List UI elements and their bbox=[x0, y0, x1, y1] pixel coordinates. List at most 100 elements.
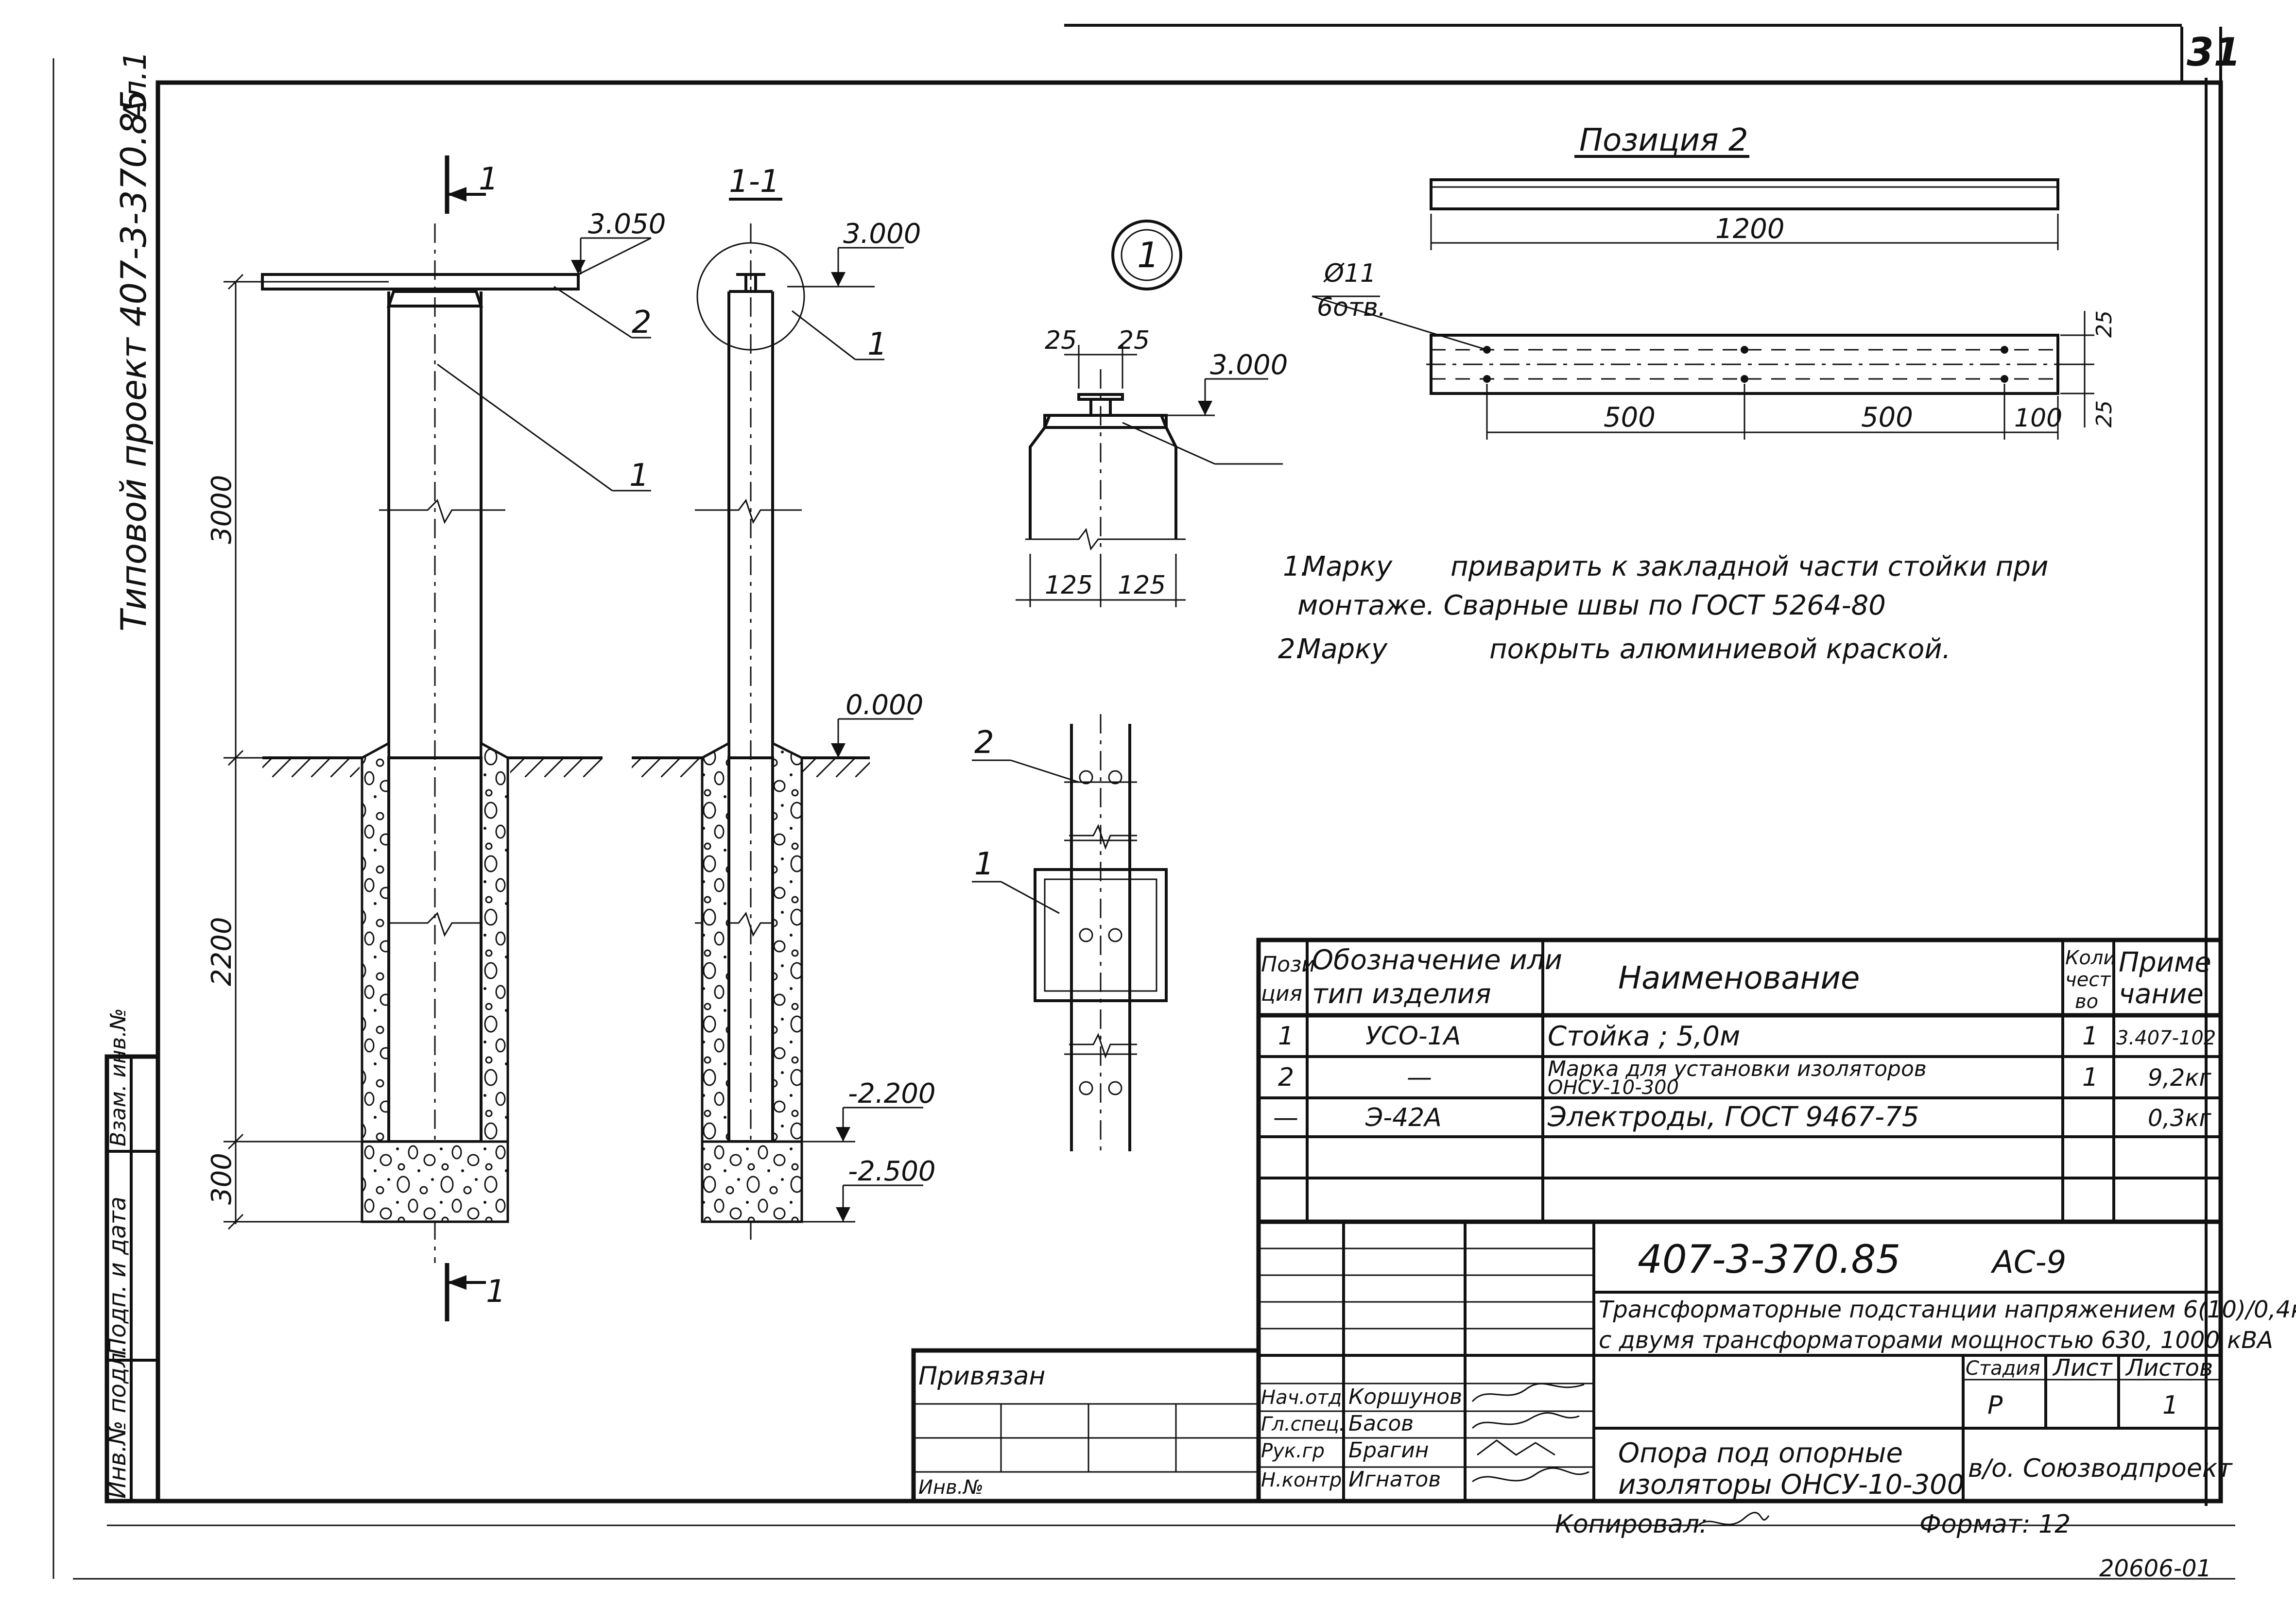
spec-row-1-qty: 1 bbox=[2082, 1022, 2098, 1051]
spec-header-qty-3: во bbox=[2075, 991, 2098, 1013]
position2-dim-500-a: 500 bbox=[1604, 402, 1656, 433]
section-level-ground: 0.000 bbox=[846, 689, 923, 721]
note-1-number: 1. bbox=[1283, 551, 1309, 582]
title-project-line-1: Трансформаторные подстанции напряжением … bbox=[1599, 1296, 2296, 1323]
strip-cell-sign: Подп. и дата bbox=[104, 1196, 131, 1355]
format-label: Формат: 12 bbox=[1919, 1510, 2071, 1539]
node-detail: 1 25 25 3.000 125 125 bbox=[1016, 220, 1288, 607]
spec-header-designation-2: тип изделия bbox=[1312, 978, 1491, 1010]
node-dim-125-right: 125 bbox=[1118, 571, 1166, 600]
section-mark-bottom: 1 bbox=[486, 1274, 506, 1310]
spec-header-note-2: чание bbox=[2119, 978, 2204, 1010]
title-stage-value: Р bbox=[1987, 1391, 2003, 1420]
position2-dim-25-top: 25 bbox=[2092, 310, 2117, 338]
position2-title: Позиция 2 bbox=[1579, 122, 1748, 158]
attached-label: Привязан bbox=[918, 1362, 1045, 1391]
side-project-title: Типовой проект 407-3-370.85 bbox=[113, 90, 154, 632]
spec-row-3-pos: — bbox=[1273, 1103, 1298, 1132]
title-sheet-code: АС-9 bbox=[1990, 1245, 2066, 1281]
elevation-dim-300: 300 bbox=[206, 1153, 238, 1205]
title-sheets-label: Листов bbox=[2125, 1354, 2213, 1382]
position2-detail: Позиция 2 1200 Ø11 6отв. 500 500 100 bbox=[1312, 122, 2117, 440]
signature-scribble-3 bbox=[1477, 1439, 1555, 1456]
title-block: 407-3-370.85 АС-9 Трансформаторные подст… bbox=[1256, 1219, 2296, 1503]
note-2-number: 2. bbox=[1278, 633, 1304, 665]
spec-row-2-name: Марка для установки изоляторов bbox=[1548, 1057, 1927, 1081]
archive-number: 20606-01 bbox=[2099, 1555, 2211, 1582]
signature-scribble-1 bbox=[1471, 1383, 1585, 1402]
elevation-level-top: 3.050 bbox=[588, 208, 666, 240]
sig-name-2: Басов bbox=[1348, 1411, 1414, 1436]
section-level-top: 3.000 bbox=[843, 218, 921, 250]
node-number: 1 bbox=[1137, 235, 1159, 275]
position2-dim-100: 100 bbox=[2014, 404, 2062, 433]
note-1-text-cont: монтаже. Сварные швы по ГОСТ 5264-80 bbox=[1297, 590, 1886, 621]
spec-row-1-designation: УСО-1А bbox=[1365, 1022, 1461, 1051]
section-view: 1-1 3.000 0.000 -2.200 bbox=[632, 164, 936, 1244]
node-level: 3.000 bbox=[1210, 349, 1288, 381]
position2-dim-25-bottom: 25 bbox=[2092, 400, 2117, 427]
note-2-label: Марку bbox=[1297, 633, 1388, 665]
note-2-text: покрыть алюминиевой краской. bbox=[1489, 633, 1951, 665]
note-1-text: приварить к закладной части стойки при bbox=[1450, 551, 2048, 582]
spec-row-1-pos: 1 bbox=[1278, 1022, 1294, 1051]
node-dim-25-left: 25 bbox=[1045, 326, 1077, 355]
elevation-view: 1 1 3000 2200 300 bbox=[206, 155, 666, 1321]
spec-header-qty-1: Коли bbox=[2065, 947, 2116, 969]
left-strip bbox=[104, 1054, 160, 1503]
title-sheet-label: Лист bbox=[2052, 1354, 2113, 1382]
title-project-line-2: с двумя трансформаторами мощностью 630, … bbox=[1599, 1327, 2273, 1354]
spec-row-2-pos: 2 bbox=[1278, 1063, 1294, 1092]
title-stage-label: Стадия bbox=[1966, 1357, 2040, 1380]
spec-row-2-designation: — bbox=[1407, 1063, 1432, 1092]
strip-cell-replace: Взам. инв.№ bbox=[106, 1008, 131, 1146]
spec-row-3-designation: Э-42А bbox=[1365, 1103, 1442, 1132]
title-code: 407-3-370.85 bbox=[1638, 1237, 1900, 1282]
title-sheets-value: 1 bbox=[2162, 1391, 2178, 1420]
sig-name-4: Игнатов bbox=[1348, 1467, 1441, 1492]
spec-row-2-qty: 1 bbox=[2082, 1063, 2098, 1092]
section-level-minus-2500: -2.500 bbox=[848, 1156, 936, 1187]
sig-name-1: Коршунов bbox=[1348, 1384, 1462, 1409]
sig-role-2: Гл.спец. bbox=[1261, 1413, 1345, 1435]
strip-cell-inv: Инв.№ подл. bbox=[104, 1345, 131, 1499]
signature-scribble-2 bbox=[1471, 1412, 1580, 1429]
copied-by-signature bbox=[1695, 1512, 1770, 1528]
sig-name-3: Брагин bbox=[1348, 1438, 1429, 1463]
spec-row-1-note: 3.407-102 bbox=[2116, 1027, 2216, 1049]
node-dim-25-right: 25 bbox=[1118, 326, 1150, 355]
section-level-minus-2200: -2.200 bbox=[848, 1078, 936, 1110]
signature-scribble-4 bbox=[1472, 1467, 1589, 1483]
plan-view: 2 1 bbox=[972, 714, 1168, 1156]
section-mark-top: 1 bbox=[479, 161, 499, 197]
elevation-callout-post: 1 bbox=[629, 458, 649, 494]
copied-by-label: Копировал: bbox=[1555, 1510, 1708, 1539]
elevation-callout-plate: 2 bbox=[632, 305, 652, 341]
spec-table: Пози ция Обозначение или тип изделия Наи… bbox=[1256, 938, 2223, 1224]
notes-block: 1. Марку приварить к закладной части сто… bbox=[1278, 551, 2048, 665]
spec-row-3-note: 0,3кг bbox=[2148, 1105, 2211, 1132]
node-dim-125-left: 125 bbox=[1045, 571, 1093, 600]
note-1-label: Марку bbox=[1302, 551, 1393, 582]
spec-header-designation-1: Обозначение или bbox=[1312, 944, 1562, 976]
spec-header-pos-2: ция bbox=[1261, 981, 1302, 1006]
plan-callout-1: 1 bbox=[974, 846, 994, 882]
title-drawing-name-1: Опора под опорные bbox=[1618, 1437, 1903, 1469]
sig-role-1: Нач.отд bbox=[1261, 1386, 1342, 1409]
spec-header-name: Наименование bbox=[1618, 960, 1860, 996]
sig-role-4: Н.контр bbox=[1261, 1469, 1342, 1491]
section-title: 1-1 bbox=[729, 164, 780, 200]
attached-block: Привязан Инв.№ bbox=[911, 1348, 1261, 1503]
elevation-dim-3000: 3000 bbox=[206, 475, 238, 544]
spec-header-qty-2: чест bbox=[2065, 969, 2111, 991]
position2-hole-count: 6отв. bbox=[1317, 293, 1386, 322]
spec-row-2-note: 9,2кг bbox=[2148, 1064, 2211, 1092]
spec-row-1-name: Стойка ; 5,0м bbox=[1548, 1021, 1740, 1052]
inventory-label: Инв.№ bbox=[918, 1476, 984, 1499]
plan-callout-2: 2 bbox=[974, 725, 994, 761]
position2-length: 1200 bbox=[1715, 213, 1785, 245]
spec-row-3-name: Электроды, ГОСТ 9467-75 bbox=[1547, 1101, 1919, 1133]
position2-dim-500-b: 500 bbox=[1861, 402, 1913, 433]
spec-header-note-1: Приме bbox=[2119, 947, 2211, 978]
